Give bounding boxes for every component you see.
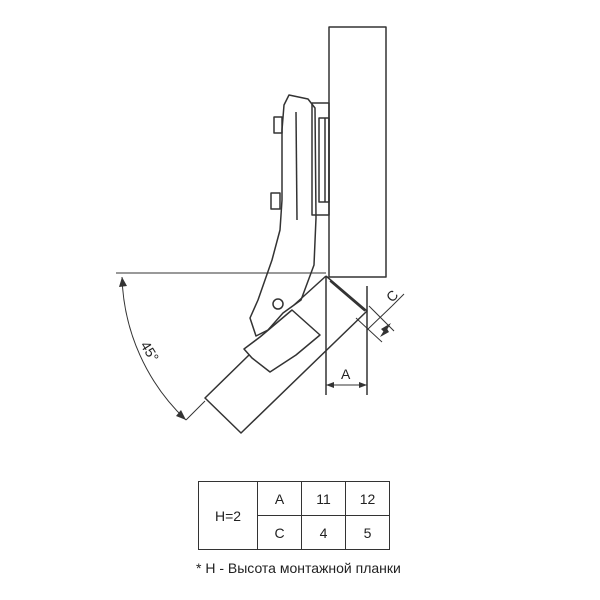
value-cell: 5 [345, 515, 390, 550]
door-panel [204, 275, 368, 434]
row-label-a: A [257, 481, 302, 516]
h-label-cell: H=2 [198, 481, 258, 550]
arm-tab-top [273, 116, 283, 134]
value-cell: 12 [345, 481, 390, 516]
c-dimension-label: C [383, 287, 401, 305]
hinge-arm [249, 94, 317, 337]
a-arrow-right [359, 382, 367, 388]
angle-arrow-top [119, 277, 127, 287]
angle-label: 45° [137, 338, 162, 364]
c-arrow-high [381, 323, 391, 333]
footnote: * H - Высота монтажной планки [196, 560, 401, 576]
mounting-plate [311, 102, 330, 216]
value-cell: 11 [301, 481, 346, 516]
cabinet-panel [328, 26, 387, 278]
angle-arrow-bottom [176, 410, 186, 420]
table-row: C 4 5 [199, 515, 390, 550]
spec-table: H=2 A 11 12 C 4 5 [198, 481, 390, 550]
pivot-pin [272, 298, 284, 310]
table-row: H=2 A 11 12 [198, 481, 390, 550]
a-arrow-left [326, 382, 334, 388]
value-cell: 4 [301, 515, 346, 550]
arm-tab-middle [270, 192, 281, 210]
c-dimension-line [366, 305, 393, 331]
a-dimension-label: A [341, 366, 351, 382]
row-label-c: C [257, 515, 302, 550]
angle-arc [121, 276, 187, 421]
hinge-cup-housing [243, 309, 321, 373]
